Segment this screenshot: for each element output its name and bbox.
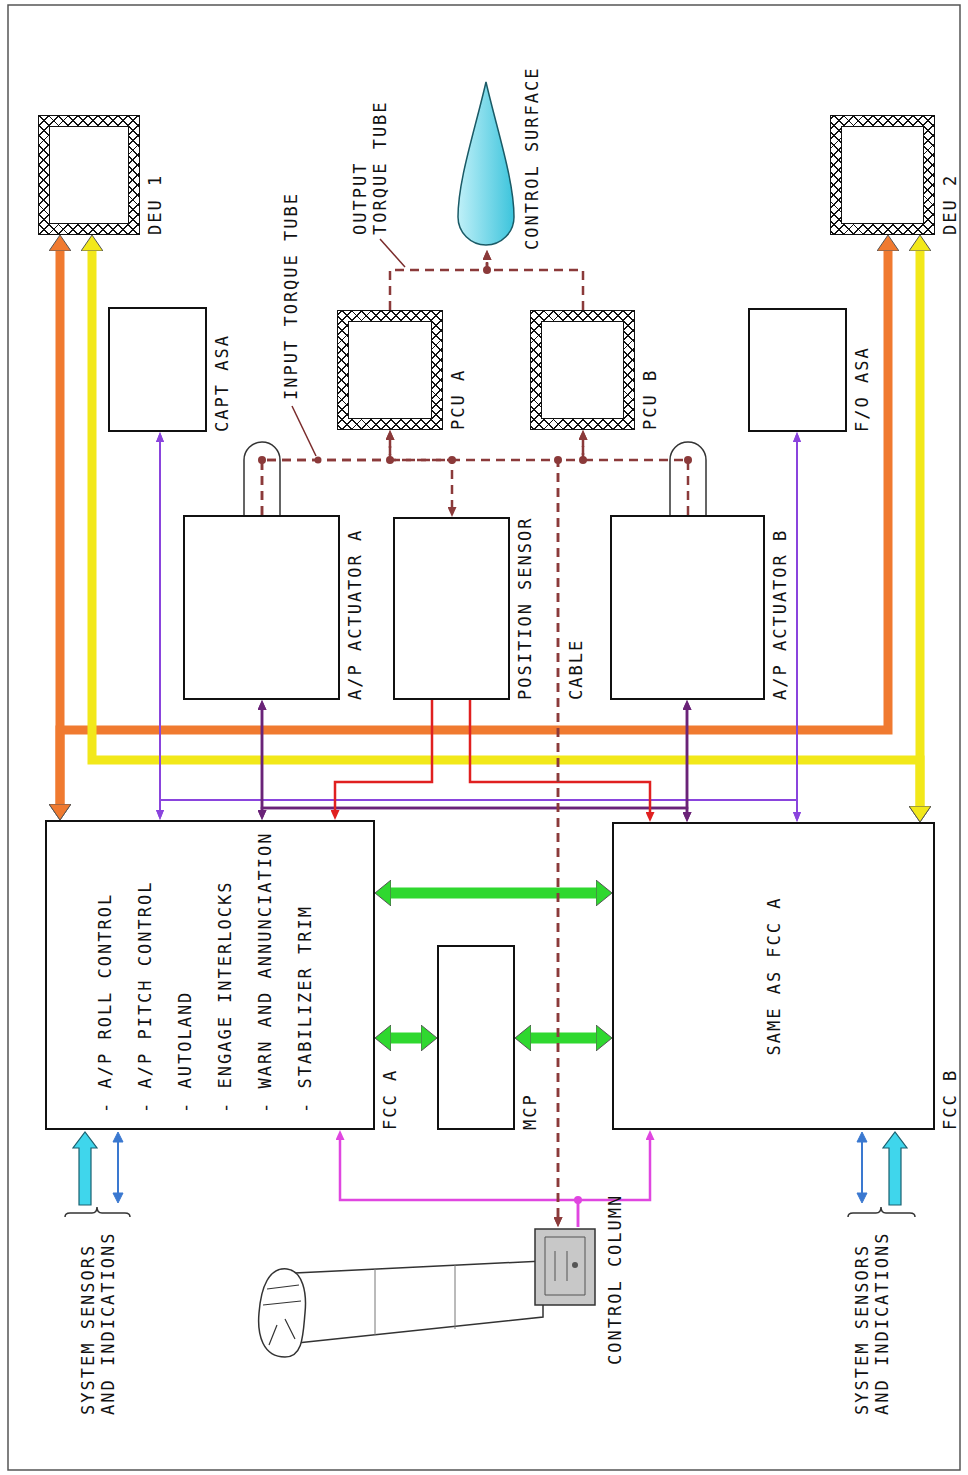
box-heading: FCC A bbox=[380, 1069, 400, 1130]
box-heading: POSITION SENSOR bbox=[515, 516, 535, 700]
box-heading: F/O ASA bbox=[852, 346, 872, 432]
function-item: - STABILIZER TRIM bbox=[285, 905, 325, 1113]
connector bbox=[262, 460, 452, 515]
connector bbox=[92, 251, 920, 806]
part-label: CABLE bbox=[566, 639, 586, 700]
connector bbox=[531, 1033, 596, 1044]
box-outline bbox=[530, 310, 635, 430]
text-area: SAME AS FCC A bbox=[614, 824, 933, 1128]
function-item: - A/P PITCH CONTROL bbox=[125, 881, 165, 1113]
arrowhead bbox=[113, 1132, 123, 1142]
junction-dots bbox=[258, 266, 692, 464]
sensor-bus-arrow bbox=[883, 1132, 907, 1205]
connector bbox=[583, 440, 688, 515]
arrowhead bbox=[857, 1193, 867, 1203]
connector bbox=[340, 1140, 578, 1227]
box-outline bbox=[748, 308, 847, 432]
actuator-box: A/P ACTUATOR A bbox=[183, 515, 365, 700]
connector bbox=[470, 700, 650, 812]
box-heading: MCP bbox=[520, 1093, 540, 1130]
box-text: SAME AS FCC A bbox=[764, 896, 784, 1055]
arrowhead bbox=[857, 1132, 867, 1142]
display-unit: DEU 2 bbox=[830, 115, 960, 235]
connector bbox=[160, 442, 797, 810]
box-outline: - A/P ROLL CONTROL- A/P PITCH CONTROL- A… bbox=[45, 820, 375, 1130]
sensor-box: POSITION SENSOR bbox=[393, 516, 535, 700]
control-column: CONTROL COLUMN bbox=[255, 1194, 625, 1395]
box-heading: PCU A bbox=[448, 369, 468, 430]
page-frame bbox=[8, 5, 960, 1470]
box-outline bbox=[38, 115, 140, 235]
signal-label: SYSTEM SENSORS AND INDICATIONS bbox=[852, 1220, 892, 1415]
arrowhead bbox=[113, 1193, 123, 1203]
connector bbox=[558, 440, 583, 1217]
box-heading: PCU B bbox=[640, 369, 660, 430]
indication-arrow bbox=[113, 1132, 867, 1203]
connector bbox=[60, 251, 888, 804]
power-control-unit: PCU A bbox=[337, 310, 468, 430]
leader-line bbox=[292, 406, 316, 456]
leader-line bbox=[380, 239, 405, 267]
connector bbox=[487, 260, 583, 310]
box-outline bbox=[108, 307, 207, 432]
box-outline bbox=[183, 515, 340, 700]
connector bbox=[390, 260, 487, 310]
part-label: INPUT TORQUE TUBE bbox=[281, 192, 301, 400]
box-heading: CONTROL COLUMN bbox=[605, 1194, 625, 1365]
function-item: - AUTOLAND bbox=[165, 991, 205, 1113]
computer-box: SAME AS FCC A FCC B bbox=[612, 822, 960, 1130]
text-area: - A/P ROLL CONTROL- A/P PITCH CONTROL- A… bbox=[85, 832, 325, 1113]
sensor-box: CAPT ASA bbox=[108, 307, 232, 432]
function-item: - A/P ROLL CONTROL bbox=[85, 893, 125, 1113]
part-label: OUTPUT TORQUE TUBE bbox=[350, 85, 390, 235]
bracket bbox=[65, 1207, 130, 1217]
box-heading: DEU 1 bbox=[145, 174, 165, 235]
indication-line bbox=[861, 1142, 863, 1195]
function-item: - WARN AND ANNUNCIATION bbox=[245, 832, 285, 1113]
sensor-bus-arrow bbox=[73, 1132, 97, 1205]
connector bbox=[160, 442, 797, 812]
connector bbox=[262, 710, 687, 812]
connector bbox=[391, 1033, 421, 1044]
connector bbox=[916, 251, 925, 806]
box-outline bbox=[455, 80, 517, 250]
box-outline bbox=[393, 517, 510, 700]
connector bbox=[262, 710, 687, 810]
box-heading: A/P ACTUATOR A bbox=[345, 529, 365, 700]
control-surface-shape bbox=[455, 80, 517, 250]
connector bbox=[56, 251, 65, 804]
computer-box: - A/P ROLL CONTROL- A/P PITCH CONTROL- A… bbox=[45, 820, 400, 1130]
control-surface: CONTROL SURFACE bbox=[455, 66, 542, 250]
box-outline bbox=[255, 1227, 600, 1365]
box-outline bbox=[610, 515, 765, 700]
connector bbox=[335, 700, 432, 810]
box-outline bbox=[337, 310, 443, 430]
box-outline: SAME AS FCC A bbox=[612, 822, 935, 1130]
box-heading: A/P ACTUATOR B bbox=[770, 529, 790, 700]
power-control-unit: PCU B bbox=[530, 310, 660, 430]
panel-box: MCP bbox=[437, 945, 540, 1130]
function-item: - ENGAGE INTERLOCKS bbox=[205, 881, 245, 1113]
actuator-box: A/P ACTUATOR B bbox=[610, 515, 790, 700]
bracket bbox=[848, 1207, 915, 1217]
control-column-picture bbox=[255, 1227, 600, 1365]
box-outline bbox=[437, 945, 515, 1130]
box-outline bbox=[830, 115, 935, 235]
connector bbox=[390, 440, 558, 1217]
sensor-box: F/O ASA bbox=[748, 308, 872, 432]
indication-line bbox=[117, 1142, 119, 1195]
box-heading: CONTROL SURFACE bbox=[522, 66, 542, 250]
connector bbox=[262, 440, 390, 515]
box-heading: DEU 2 bbox=[940, 174, 960, 235]
box-heading: CAPT ASA bbox=[212, 334, 232, 432]
signal-label: SYSTEM SENSORS AND INDICATIONS bbox=[78, 1220, 118, 1415]
box-heading: FCC B bbox=[940, 1069, 960, 1130]
display-unit: DEU 1 bbox=[38, 115, 165, 235]
connector bbox=[391, 888, 596, 899]
